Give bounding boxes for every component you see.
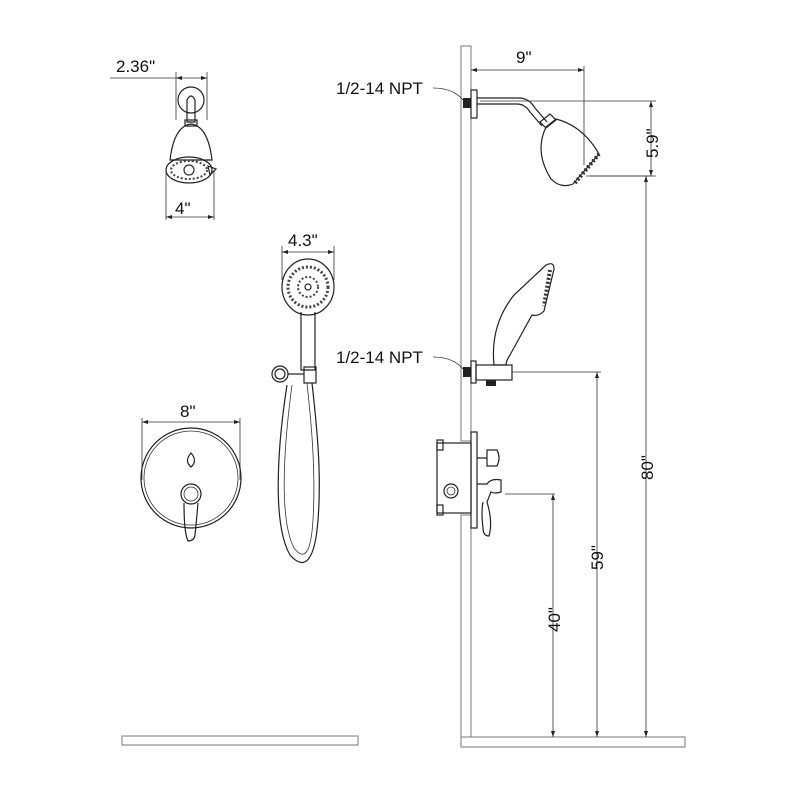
valve-trim-front-view bbox=[140, 418, 242, 542]
label-arm-flange-width: 2.36" bbox=[116, 57, 155, 76]
label-head-width: 4" bbox=[175, 199, 191, 218]
label-npt-mid: 1/2-14 NPT bbox=[336, 348, 423, 367]
npt-fitting-mid bbox=[463, 367, 471, 377]
label-height-valve: 40" bbox=[545, 607, 564, 632]
hand-shower-side-view bbox=[470, 263, 555, 386]
label-height-total: 80" bbox=[638, 455, 657, 480]
hand-shower-front-view bbox=[271, 246, 335, 563]
label-head-drop: 5.9" bbox=[643, 128, 662, 158]
label-arm-reach: 9" bbox=[516, 48, 532, 67]
floor-section-left bbox=[121, 735, 359, 746]
label-npt-top: 1/2-14 NPT bbox=[336, 79, 423, 98]
label-hand-shower-width: 4.3" bbox=[288, 231, 318, 250]
npt-fitting-top bbox=[463, 98, 471, 108]
label-valve-trim-width: 8" bbox=[180, 402, 196, 421]
wall-section bbox=[460, 45, 686, 748]
valve-body-side-view bbox=[436, 431, 502, 537]
label-height-hand-shower: 59" bbox=[588, 545, 607, 570]
shower-head-front-view bbox=[110, 72, 218, 220]
shower-head-side-view bbox=[470, 89, 601, 187]
